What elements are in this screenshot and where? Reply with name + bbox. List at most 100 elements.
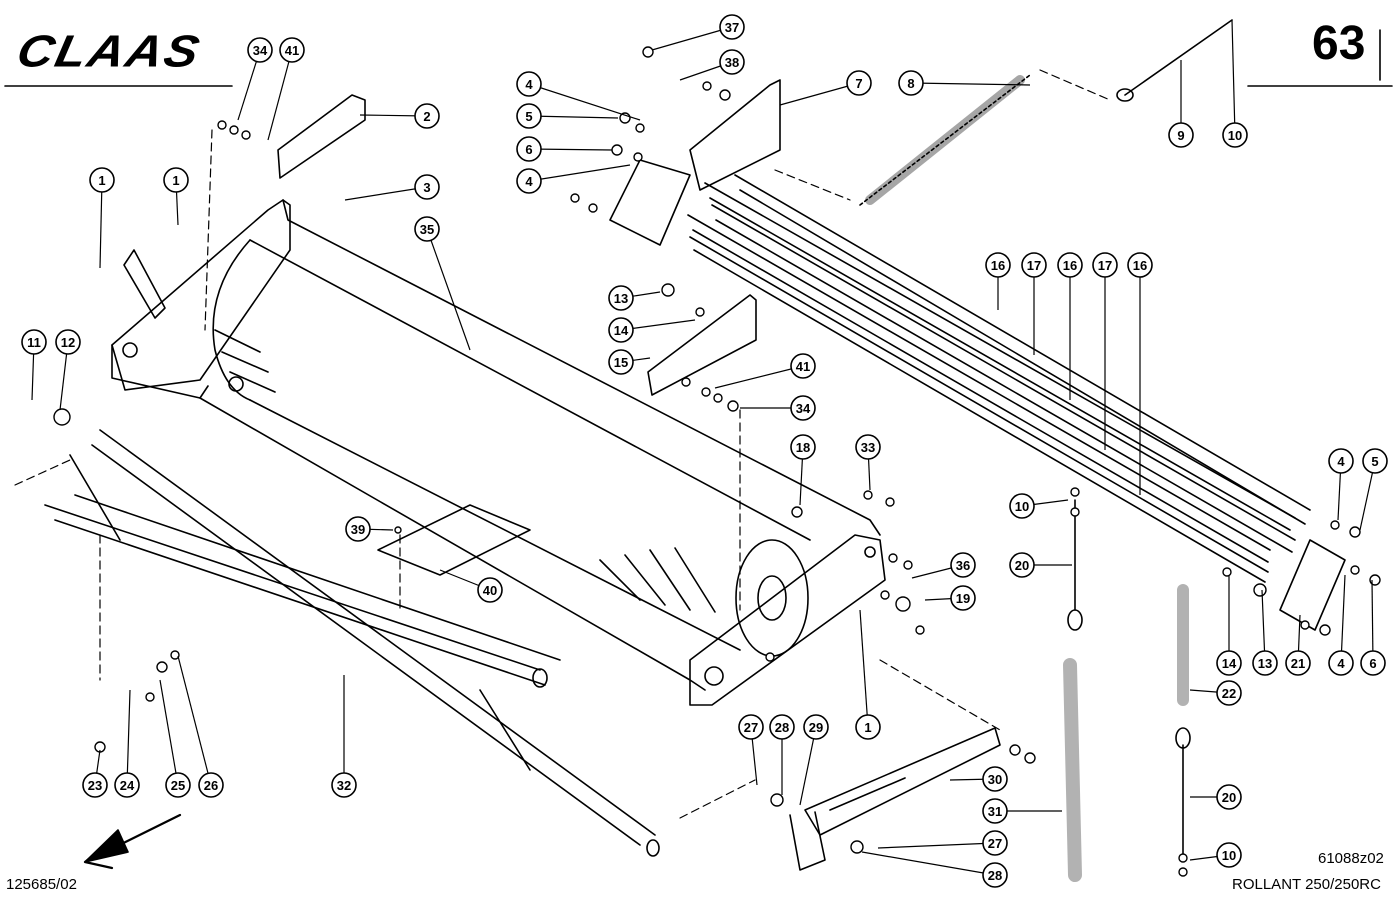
callout-label: 34 bbox=[796, 401, 811, 416]
callout-label: 19 bbox=[956, 591, 970, 606]
callout-22: 22 bbox=[1189, 680, 1242, 706]
callout-leader bbox=[877, 842, 996, 849]
callout-circle bbox=[608, 285, 634, 311]
callout-20: 20 bbox=[1009, 552, 1072, 578]
callout-13: 13 bbox=[1252, 589, 1278, 676]
callout-circle bbox=[982, 862, 1008, 888]
callout-circle bbox=[516, 71, 542, 97]
callout-7: 7 bbox=[779, 70, 872, 106]
callout-34: 34 bbox=[237, 37, 273, 121]
callout-label: 10 bbox=[1222, 848, 1236, 863]
callout-37: 37 bbox=[651, 14, 745, 51]
callout-label: 29 bbox=[809, 720, 823, 735]
callout-5: 5 bbox=[1359, 448, 1388, 531]
callout-label: 8 bbox=[907, 76, 914, 91]
callout-24: 24 bbox=[114, 689, 140, 798]
callout-label: 38 bbox=[725, 55, 739, 70]
callout-circle bbox=[1057, 252, 1083, 278]
callout-label: 9 bbox=[1177, 128, 1184, 143]
callout-circle bbox=[982, 798, 1008, 824]
side-plate-right bbox=[689, 534, 886, 706]
callout-20: 20 bbox=[1190, 784, 1242, 810]
callout-leader bbox=[267, 49, 293, 141]
bracket-21 bbox=[1279, 539, 1346, 631]
callout-circle bbox=[1021, 252, 1047, 278]
callout-label: 3 bbox=[423, 180, 430, 195]
callout-label: 12 bbox=[61, 335, 75, 350]
callout-circle bbox=[55, 329, 81, 355]
callout-32: 32 bbox=[331, 675, 357, 798]
hardware-items bbox=[53, 46, 1381, 877]
callout-28: 28 bbox=[861, 851, 1008, 888]
callout-label: 39 bbox=[351, 522, 365, 537]
callout-circle bbox=[982, 830, 1008, 856]
callout-21: 21 bbox=[1285, 614, 1311, 676]
callout-label: 36 bbox=[956, 558, 970, 573]
callout-leader bbox=[910, 82, 1031, 86]
callout-circle bbox=[21, 329, 47, 355]
rod-9-eye bbox=[1116, 88, 1134, 102]
callout-circle bbox=[516, 136, 542, 162]
callout-label: 2 bbox=[423, 109, 430, 124]
callout-10: 10 bbox=[1009, 493, 1069, 519]
callout-13: 13 bbox=[608, 285, 661, 311]
callout-label: 4 bbox=[525, 174, 533, 189]
callout-15: 15 bbox=[608, 349, 651, 375]
deflector-plate bbox=[377, 504, 531, 576]
callout-31: 31 bbox=[982, 798, 1062, 824]
callout-leader bbox=[861, 851, 996, 876]
callout-36: 36 bbox=[911, 552, 976, 579]
callout-23: 23 bbox=[82, 749, 108, 798]
callout-leader bbox=[528, 83, 641, 121]
bracket-7 bbox=[689, 79, 781, 191]
arm-30-slot bbox=[829, 777, 906, 811]
direction-arrow bbox=[83, 813, 182, 870]
callout-16: 16 bbox=[1057, 252, 1083, 400]
callout-4: 4 bbox=[516, 71, 641, 121]
callout-8: 8 bbox=[898, 70, 1031, 96]
callout-circle bbox=[89, 167, 115, 193]
callout-label: 18 bbox=[796, 440, 810, 455]
callout-label: 34 bbox=[253, 43, 268, 58]
callout-leader bbox=[177, 655, 212, 786]
lower-tube-frame bbox=[44, 429, 660, 857]
callout-circle bbox=[1216, 842, 1242, 868]
callout-35: 35 bbox=[414, 216, 471, 351]
direction-arrow-head bbox=[84, 829, 129, 863]
callout-label: 41 bbox=[285, 43, 299, 58]
spring-8 bbox=[859, 74, 1031, 206]
bracket-15 bbox=[647, 294, 757, 396]
callout-label: 30 bbox=[988, 772, 1002, 787]
callout-label: 1 bbox=[172, 173, 179, 188]
callout-label: 22 bbox=[1222, 686, 1236, 701]
callout-circle bbox=[1127, 252, 1153, 278]
callout-leader bbox=[1371, 579, 1374, 664]
callout-label: 6 bbox=[525, 142, 532, 157]
callout-circle bbox=[114, 772, 140, 798]
callout-label: 16 bbox=[991, 258, 1005, 273]
callout-4: 4 bbox=[1328, 574, 1354, 676]
callout-label: 20 bbox=[1015, 558, 1029, 573]
callout-circle bbox=[719, 49, 745, 75]
callout-leader bbox=[528, 148, 613, 151]
callout-label: 15 bbox=[614, 355, 628, 370]
callout-circle bbox=[414, 103, 440, 129]
callout-circle bbox=[345, 516, 371, 542]
callout-10: 10 bbox=[1222, 19, 1248, 148]
callout-circle bbox=[163, 167, 189, 193]
callout-circle bbox=[803, 714, 829, 740]
callout-leader bbox=[344, 186, 428, 201]
callout-label: 14 bbox=[614, 323, 629, 338]
callout-circle bbox=[982, 766, 1008, 792]
callout-leader bbox=[528, 164, 631, 182]
callout-label: 28 bbox=[988, 868, 1002, 883]
callout-11: 11 bbox=[21, 329, 47, 401]
roller-drum bbox=[212, 239, 811, 657]
callout-circle bbox=[1362, 448, 1388, 474]
callout-label: 4 bbox=[1337, 454, 1345, 469]
callout-circle bbox=[846, 70, 872, 96]
callout-leader bbox=[859, 609, 869, 728]
callout-circle bbox=[1092, 252, 1118, 278]
page-number: 63 bbox=[1312, 17, 1366, 70]
